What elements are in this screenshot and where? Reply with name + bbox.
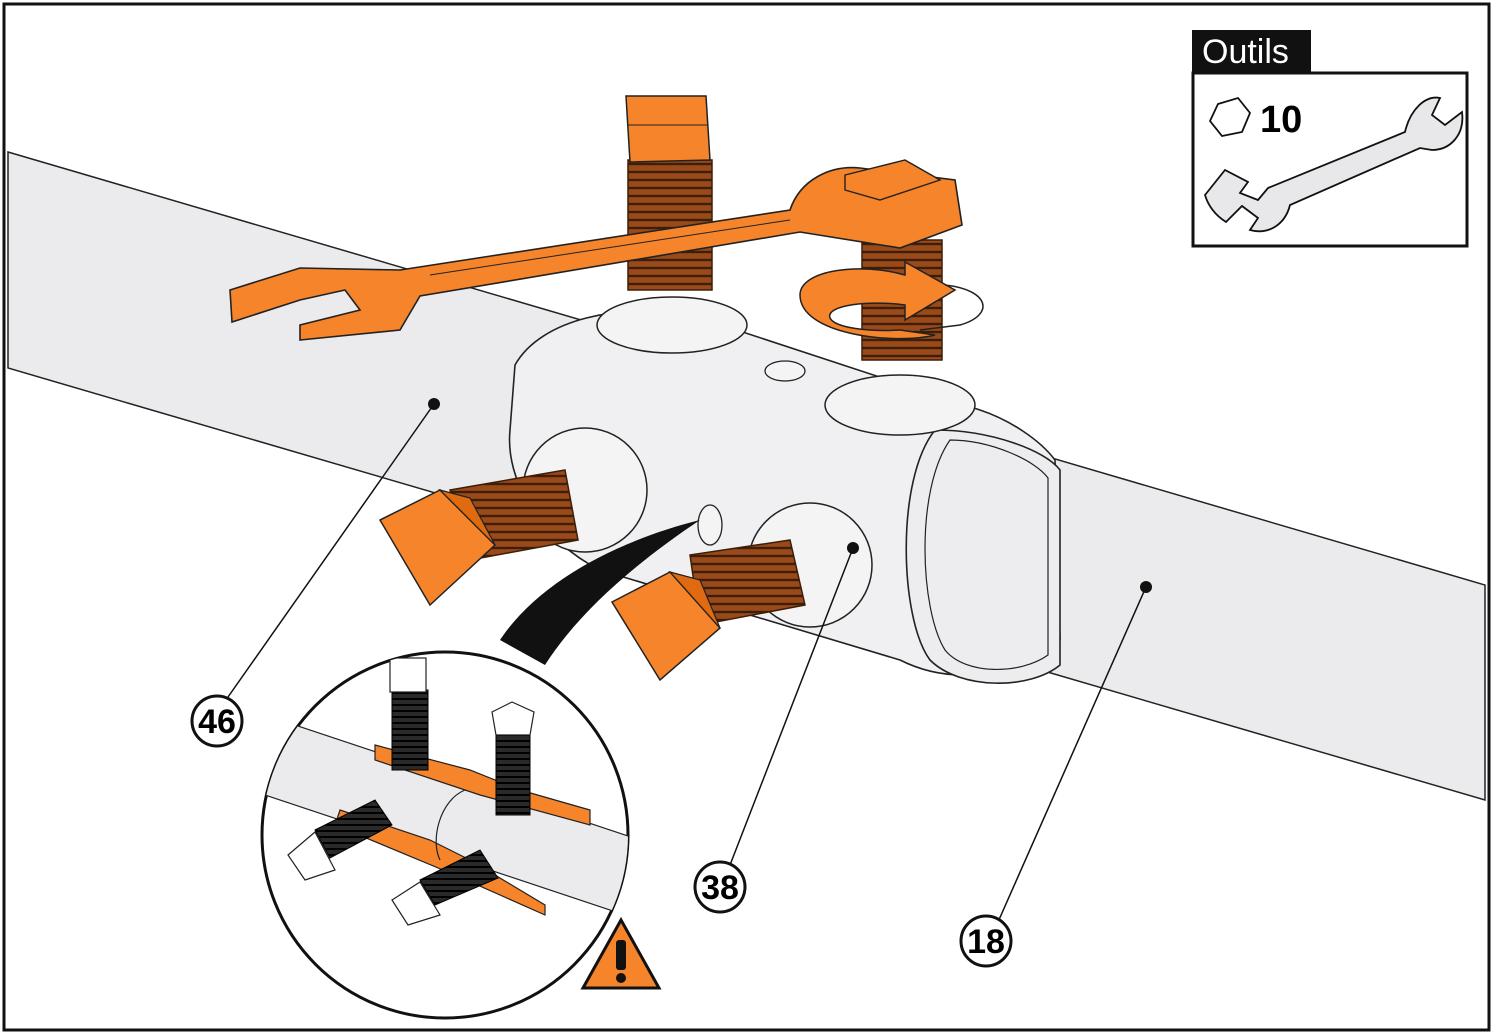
leader-18 <box>997 581 1152 923</box>
rotation-arrow-icon <box>799 260 984 340</box>
tools-panel: Outils 10 <box>1191 30 1469 248</box>
callout-18: 18 <box>959 914 1013 968</box>
callout-46: 46 <box>190 694 244 748</box>
open-end-wrench-icon <box>1204 96 1464 233</box>
zoom-leader <box>500 520 700 665</box>
tools-title: Outils <box>1202 33 1289 71</box>
bolt-right <box>610 539 806 682</box>
leader-46 <box>227 398 440 698</box>
wrench-size: 10 <box>1260 99 1302 141</box>
bolt-left <box>378 469 579 607</box>
wrench-orange <box>229 159 963 341</box>
bolt-top-left <box>625 95 713 291</box>
zoom-detail <box>260 650 630 1020</box>
leader-38 <box>729 542 859 866</box>
svg-text:18: 18 <box>967 923 1005 961</box>
warning-triangle-icon <box>580 916 662 990</box>
svg-text:38: 38 <box>701 869 739 907</box>
hexagon-icon <box>1208 96 1252 137</box>
svg-text:46: 46 <box>198 703 236 741</box>
callout-38: 38 <box>693 860 747 914</box>
tools-title-bg <box>1192 30 1311 74</box>
